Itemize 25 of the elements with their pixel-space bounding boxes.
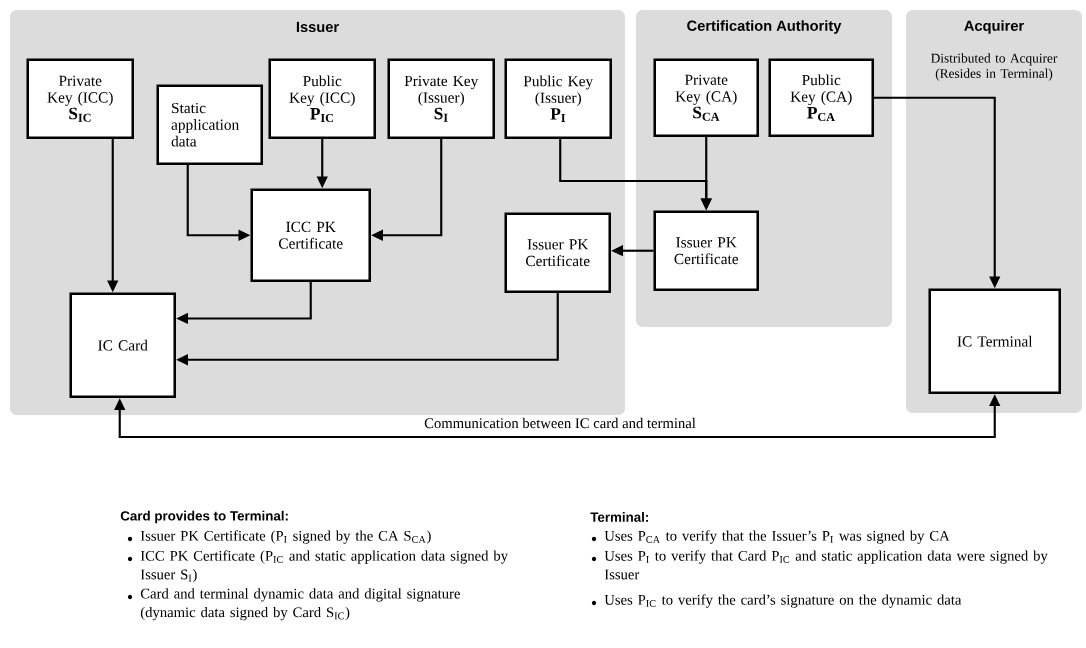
list-heading: Card provides to Terminal:: [120, 510, 288, 524]
list-item: ICC PK Certificate (P$_{IC}$ and static application data signed by Issuer S$_{I}$): [140, 550, 508, 583]
list-heading: Terminal:: [590, 512, 648, 522]
key-box: Issuer PK Certificate: [504, 212, 611, 293]
key-box: Private Key (ICC) S$_{IC}$: [26, 58, 134, 139]
key-box: IC Terminal: [928, 288, 1061, 394]
key-box: Public Key (ICC) P$_{IC}$: [268, 58, 376, 139]
list-item: Card and terminal dynamic data and digital signature (dynamic data signed by Card S$_{IC}$): [140, 588, 460, 621]
key-box: Public Key (Issuer) P$_{I}$: [504, 58, 612, 139]
list-item: Uses P$_{CA}$ to verify that the Issuer’s P$_{I}$ was signed by CA: [604, 530, 950, 544]
panel-title: Issuer: [296, 21, 339, 33]
key-box: Static application data: [156, 84, 263, 165]
key-box: Public Key (CA) P$_{CA}$: [768, 58, 874, 137]
key-box: Private Key (Issuer) S$_{I}$: [387, 58, 495, 139]
edge-label: Communication between IC card and terminal: [422, 416, 698, 430]
key-box: IC Card: [69, 292, 176, 398]
list-item: Uses P$_{IC}$ to verify the card’s signature on the dynamic data: [604, 594, 962, 608]
panel-title: Acquirer: [964, 20, 1024, 34]
panel-note: Distributed to Acquirer (Resides in Terminal): [931, 53, 1058, 81]
key-box: ICC PK Certificate: [250, 188, 371, 282]
list-item: Issuer PK Certificate (P$_{I}$ signed by the CA S$_{CA}$): [140, 530, 431, 544]
panel-title: Certification Authority: [687, 20, 842, 34]
key-box: Issuer PK Certificate: [653, 210, 759, 291]
key-box: Private Key (CA) S$_{CA}$: [653, 58, 759, 137]
list-item: Uses P$_{I}$ to verify that Card P$_{IC}$ and static application data were signed by Issuer: [604, 550, 1048, 580]
